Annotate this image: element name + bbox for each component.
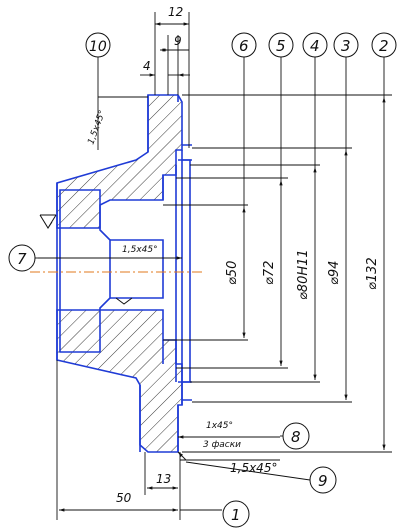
callout-7: 7 [17, 250, 27, 268]
callout-9: 9 [318, 472, 328, 490]
callout-5: 5 [276, 37, 286, 55]
dim-12: 12 [168, 5, 183, 19]
dim-d50: ⌀50 [225, 261, 240, 285]
dim-50: 50 [116, 491, 132, 505]
dim-d72: ⌀72 [262, 261, 277, 285]
part-section [56, 94, 192, 453]
dim-d94: ⌀94 [327, 261, 342, 285]
dim-chamfer-left: 1,5x45° [86, 109, 108, 146]
roughness-symbol [39, 214, 57, 229]
dim-chamfer-right-2: 3 фаски [203, 440, 241, 450]
dim-9: 9 [174, 34, 182, 48]
callout-6: 6 [239, 37, 249, 55]
bottom-chamfer-leader [177, 451, 311, 481]
dim-chamfer-bore: 1,5x45° [122, 245, 158, 255]
chamfer-left-leader [97, 88, 148, 150]
dim-4: 4 [143, 59, 151, 73]
dim-d132: ⌀132 [365, 257, 380, 290]
dim-chamfer-right-1: 1x45° [206, 421, 233, 431]
bottom-dims [56, 360, 222, 520]
callout-1: 1 [231, 506, 241, 524]
lower-section-hatch [56, 309, 183, 453]
callout-circles [8, 32, 397, 528]
dim-d80: ⌀80H11 [296, 249, 311, 300]
callout-2: 2 [379, 37, 389, 55]
callout-3: 3 [341, 37, 351, 55]
dim-13: 13 [156, 472, 171, 486]
dim-chamfer-bottom: 1,5x45° [230, 461, 277, 475]
callout-8: 8 [291, 428, 301, 446]
top-dims [140, 12, 190, 148]
diameter-dims [163, 57, 392, 453]
callout-10: 10 [89, 39, 107, 55]
callout-4: 4 [310, 37, 320, 55]
upper-section-hatch [56, 94, 183, 229]
